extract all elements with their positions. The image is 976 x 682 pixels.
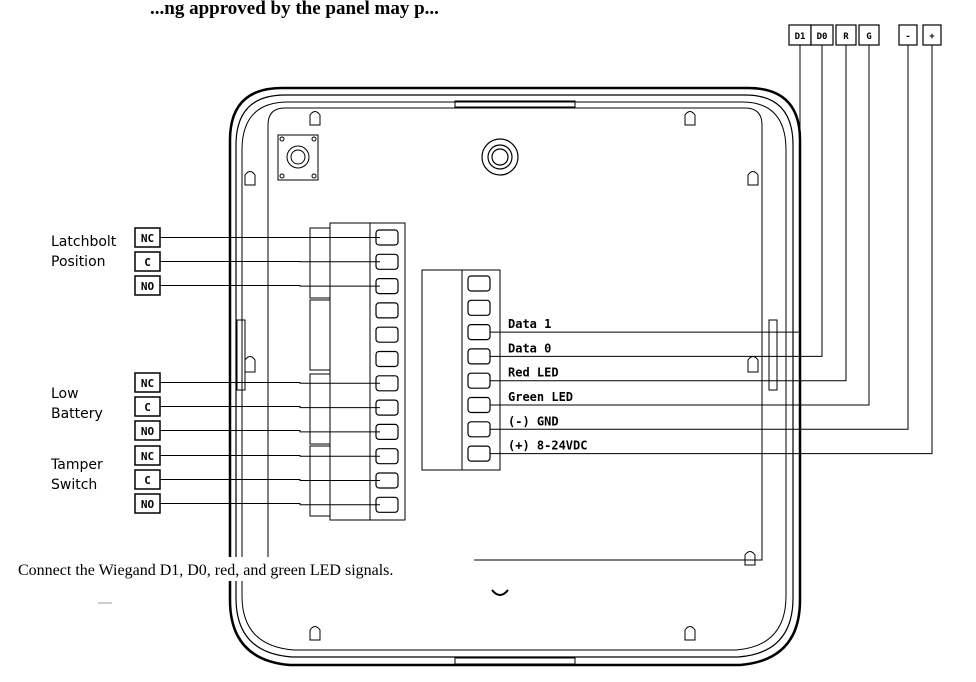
- relay-group-label: Tamper: [50, 457, 103, 473]
- contact-wire: [160, 479, 380, 481]
- signal-wire-label: (-) GND: [508, 414, 559, 428]
- screw-terminal: [467, 348, 491, 365]
- contact-label: NC: [141, 232, 154, 245]
- grommet-icon: [481, 138, 519, 176]
- signal-wire-label: Data 1: [508, 317, 551, 331]
- signal-wire: [490, 45, 933, 455]
- screw-terminal: [375, 326, 399, 343]
- signal-wire: [490, 45, 909, 430]
- signal-wire-label: Data 0: [508, 341, 551, 355]
- contact-label: C: [144, 401, 151, 414]
- tamper-button-icon: [277, 134, 319, 181]
- signal-wire-label: Red LED: [508, 366, 559, 380]
- signal-wire-label: Green LED: [508, 390, 573, 404]
- relay-groups: LatchboltPositionNCCNOLowBatteryNCCNOTam…: [50, 227, 380, 514]
- screw-terminal: [467, 324, 491, 341]
- power-screw-terminals: [467, 275, 491, 462]
- panel-terminal-label: G: [866, 32, 871, 42]
- screw-terminal: [467, 421, 491, 438]
- screw-terminal: [467, 445, 491, 462]
- relay-terminal-block: [309, 222, 406, 521]
- device-housing: [228, 86, 802, 667]
- caption-backing: [14, 557, 474, 581]
- signal-wire: [490, 45, 823, 357]
- signal-wire: [490, 45, 847, 382]
- contact-label: NO: [141, 280, 155, 293]
- screw-terminal: [375, 350, 399, 368]
- screw-terminal: [375, 302, 399, 319]
- relay-group-label: Low: [51, 386, 79, 402]
- panel-terminal-label: D1: [795, 32, 806, 42]
- signal-wire-label: (+) 8-24VDC: [508, 439, 587, 453]
- relay-group-label: Position: [51, 254, 106, 270]
- contact-label: C: [144, 256, 151, 269]
- contact-wire: [160, 285, 380, 287]
- contact-wire: [160, 430, 380, 433]
- contact-wire: [160, 382, 380, 384]
- contact-label: NO: [141, 425, 155, 438]
- screw-terminal: [467, 396, 491, 414]
- contact-wire: [160, 455, 380, 457]
- contact-label: NC: [141, 377, 154, 390]
- signal-wires: Data 1 Data 0 Red LED Green LED (-) GND (+) 8…: [490, 45, 933, 455]
- contact-wire: [160, 406, 380, 409]
- contact-label: C: [144, 474, 151, 487]
- bottom-hole-icon: [491, 589, 509, 596]
- panel-terminal-label: +: [929, 32, 935, 42]
- contact-wire: [160, 503, 380, 506]
- screw-terminal: [467, 275, 491, 292]
- contact-label: NO: [141, 498, 155, 511]
- caption: Connect the Wiegand D1, D0, red, and gre…: [18, 562, 393, 579]
- screw-terminal: [467, 372, 491, 389]
- page-title: ...ng approved by the panel may p...: [150, 0, 439, 19]
- screw-terminal: [467, 299, 491, 316]
- panel-terminal-label: -: [905, 32, 910, 42]
- panel-terminal-label: R: [843, 32, 849, 42]
- signal-wire: [490, 45, 801, 333]
- relay-group-label: Battery: [51, 406, 103, 422]
- relay-screw-terminals: [375, 229, 399, 513]
- relay-group-label: Switch: [51, 477, 97, 493]
- power-terminal-block: [421, 269, 501, 471]
- relay-group-label: Latchbolt: [51, 234, 117, 250]
- contact-label: NC: [141, 450, 154, 463]
- panel-terminal-label: D0: [817, 32, 828, 42]
- panel-terminals: D1 D0 R G - +: [788, 24, 942, 46]
- signal-wire: [490, 45, 870, 406]
